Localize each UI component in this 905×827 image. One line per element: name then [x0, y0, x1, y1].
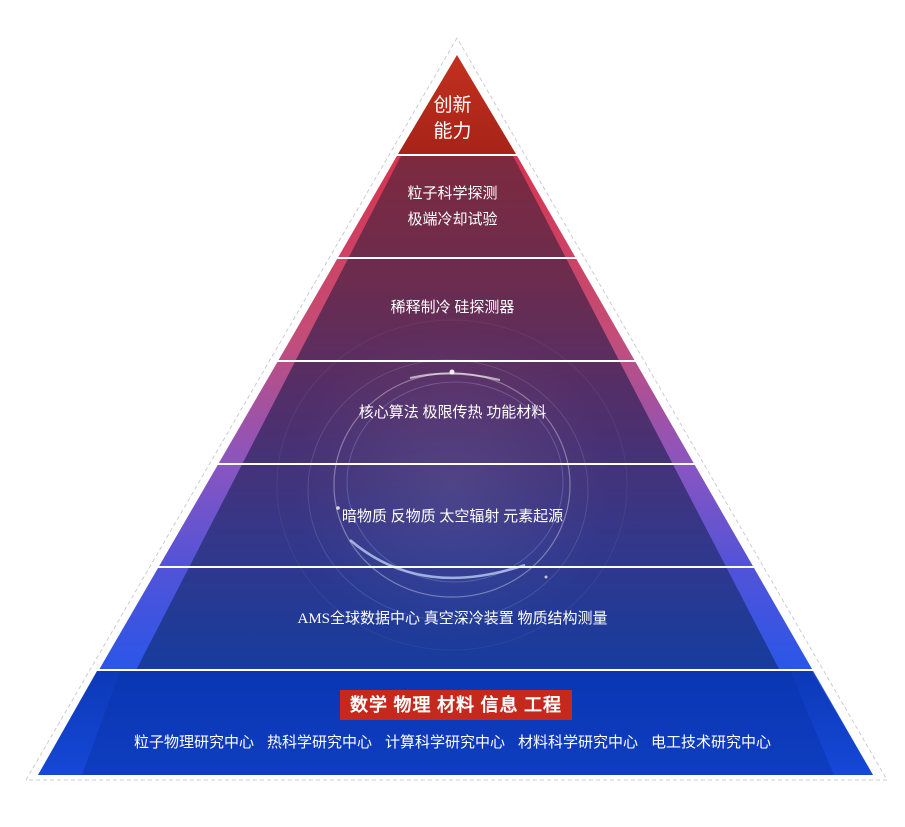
apex-line-1: 创新: [433, 95, 472, 116]
tier-3-label: 核心算法 极限传热 功能材料: [0, 400, 905, 426]
orbit-rings-decoration: [276, 319, 628, 651]
center-computational-science: 计算科学研究中心: [384, 735, 505, 751]
pyramid-apex: [398, 55, 516, 154]
center-thermal-science: 热科学研究中心: [266, 735, 372, 751]
center-materials-science: 材料科学研究中心: [518, 735, 639, 751]
base-research-centers: 粒子物理研究中心 热科学研究中心 计算科学研究中心 材料科学研究中心 电工技术研…: [100, 731, 805, 755]
outline-dashed-triangle: [25, 37, 888, 781]
center-particle-physics: 粒子物理研究中心: [133, 735, 254, 751]
tier-1-line-2: 极端冷却试验: [407, 212, 498, 228]
tier-4-label: 暗物质 反物质 太空辐射 元素起源: [0, 504, 905, 530]
apex-line-2: 能力: [433, 121, 472, 142]
pyramid-base-inner: [82, 671, 834, 775]
tier-4-line-1: 暗物质 反物质 太空辐射 元素起源: [341, 509, 564, 525]
tier-5-label: AMS全球数据中心 真空深冷装置 物质结构测量: [0, 606, 905, 632]
base-disciplines-badge: 数学 物理 材料 信息 工程: [340, 690, 572, 720]
tier-3-line-1: 核心算法 极限传热 功能材料: [358, 405, 547, 421]
center-electrical-technology: 电工技术研究中心: [651, 735, 772, 751]
tier-2-line-1: 稀释制冷 硅探测器: [390, 300, 515, 316]
tier-1-line-1: 粒子科学探测: [407, 186, 498, 202]
tier-dividers: [97, 154, 817, 671]
tier-2-label: 稀释制冷 硅探测器: [0, 295, 905, 321]
tier-5-line-1: AMS全球数据中心 真空深冷装置 物质结构测量: [297, 611, 608, 627]
apex-label: 创新 能力: [0, 93, 905, 145]
tier-1-label: 粒子科学探测 极端冷却试验: [0, 181, 905, 233]
